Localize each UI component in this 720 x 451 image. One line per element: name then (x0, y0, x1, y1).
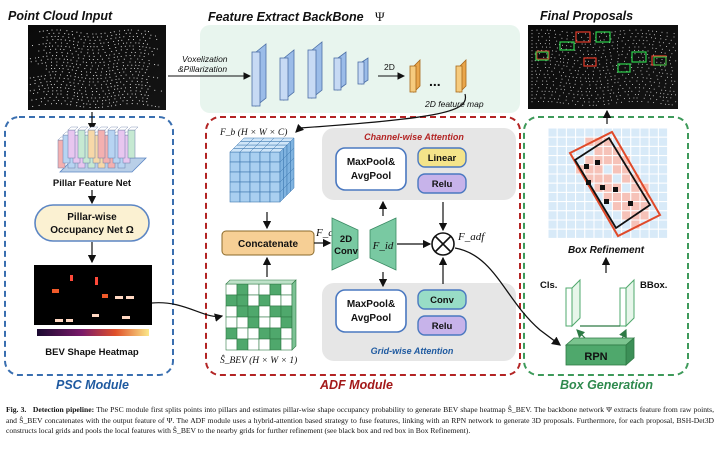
heatmap-colorbar (37, 329, 149, 336)
point-cloud-image (28, 25, 166, 110)
fadf-to-rpn-arrow (454, 247, 562, 346)
cls-label: Cls. (540, 280, 557, 291)
caption-body: The PSC module first splits points into … (6, 405, 714, 436)
bev-heatmap-image (34, 265, 152, 325)
occupancy-net-line2: Occupancy Net Ω (50, 225, 134, 236)
featuremap-to-fb-arrow (295, 93, 467, 133)
pillarization-label: &Pillarization (178, 64, 227, 74)
heatmap-to-sbev-arrow (151, 302, 224, 322)
fc-label: F_c (315, 227, 333, 239)
sbev-grid (225, 279, 297, 351)
channel-maxpool-line2: AvgPool (351, 171, 391, 182)
caption-title: Detection pipeline: (32, 405, 95, 414)
voxelization-label: Voxelization (182, 54, 228, 64)
pillar-feature-net-label: Pillar Feature Net (53, 178, 132, 189)
box-refinement-grid (547, 127, 669, 239)
occupancy-net-line1: Pillar-wise (67, 212, 117, 223)
sbev-label: Ŝ_BEV (H × W × 1) (220, 354, 297, 366)
fb-feature-cube (229, 137, 295, 203)
channel-attention-title: Channel-wise Attention (364, 132, 464, 142)
grid-relu-label: Relu (432, 321, 453, 332)
fid-label: F_id (372, 240, 394, 252)
backbone-psi-symbol: Ψ (375, 9, 385, 24)
multiply-node (431, 232, 455, 256)
occupancy-net-box (34, 204, 150, 242)
bev-heatmap-label: BEV Shape Heatmap (45, 347, 139, 358)
feature-map-dots: ... (429, 73, 441, 89)
conv2d-block (331, 217, 359, 271)
channel-maxpool-box (335, 147, 407, 191)
caption-fig-number: Fig. 3. (6, 405, 27, 414)
channel-relu-label: Relu (432, 179, 453, 190)
cls-head (565, 278, 581, 328)
box-generation-box (523, 116, 689, 376)
box-refinement-label: Box Refinement (568, 245, 645, 256)
grid-attention-title: Grid-wise Attention (371, 346, 454, 356)
linear-label: Linear (428, 153, 457, 164)
feature-map-slabs (409, 59, 467, 93)
refinement-boxes (568, 130, 662, 238)
feature-map-label: 2D feature map (424, 99, 484, 109)
figure-caption: Fig. 3. Detection pipeline: The PSC modu… (6, 405, 714, 449)
channel-relu-box (417, 173, 467, 194)
grid-conv-label: Conv (430, 295, 454, 306)
concatenate-label: Concatenate (238, 239, 298, 250)
rpn-block (564, 337, 636, 366)
fadf-label: F_adf (457, 231, 486, 243)
grid-relu-box (417, 315, 467, 336)
grid-maxpool-line1: MaxPool& (347, 299, 395, 310)
final-proposals-title: Final Proposals (540, 9, 633, 23)
final-proposals-image (528, 25, 678, 109)
fb-label: F_b (H × W × C) (219, 127, 287, 138)
conv2d-line2: Conv (334, 246, 358, 257)
psc-module-title: PSC Module (56, 378, 129, 392)
grid-conv-box (417, 289, 467, 310)
bbox-label: BBox. (640, 280, 667, 291)
grid-maxpool-line2: AvgPool (351, 313, 391, 324)
adf-module-title: ADF Module (319, 378, 393, 392)
detection-pipeline-diagram: Point Cloud Input Feature Extract BackBo… (4, 9, 689, 392)
point-cloud-input-title: Point Cloud Input (8, 9, 113, 23)
bbox-head (619, 278, 635, 328)
fid-block (369, 217, 397, 271)
box-generation-title: Box Generation (560, 378, 653, 392)
conv2d-line1: 2D (340, 234, 352, 245)
feature-backbone-title: Feature Extract BackBone (208, 10, 364, 24)
psc-module-box (4, 116, 174, 376)
pillar-grid (57, 126, 147, 173)
rpn-label: RPN (584, 351, 607, 363)
backbone-layers (251, 41, 369, 107)
grid-maxpool-box (335, 289, 407, 333)
channel-maxpool-line1: MaxPool& (347, 157, 395, 168)
adf-module-box (205, 116, 521, 376)
linear-box (417, 147, 467, 168)
label-2d: 2D (384, 62, 395, 72)
